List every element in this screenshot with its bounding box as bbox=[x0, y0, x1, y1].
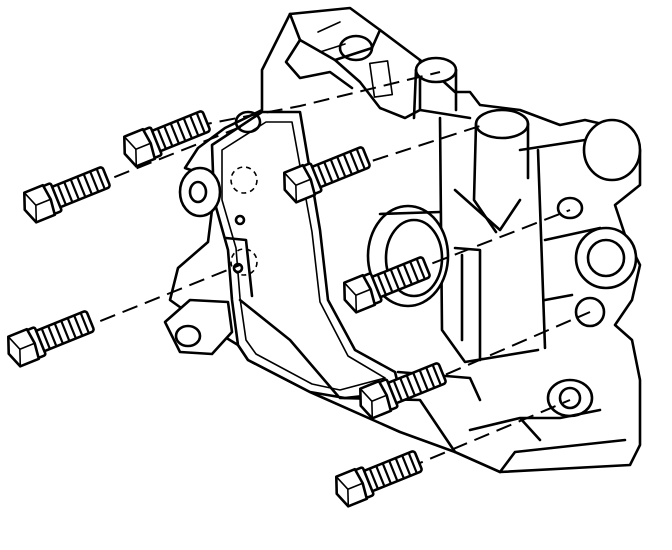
center-boss bbox=[474, 108, 530, 140]
bolt-7 bbox=[329, 444, 426, 510]
align-line-6 bbox=[423, 311, 591, 385]
bolt-2 bbox=[17, 160, 114, 226]
left-ear-lower bbox=[163, 298, 234, 356]
align-line-7 bbox=[407, 399, 571, 469]
align-line-1 bbox=[195, 71, 441, 127]
right-middle-boss bbox=[574, 226, 638, 290]
upper-boss bbox=[414, 56, 458, 84]
align-line-4 bbox=[409, 209, 571, 273]
alignment-lines bbox=[77, 71, 591, 469]
dowel-hidden bbox=[230, 166, 258, 194]
bolt-5 bbox=[1, 304, 98, 370]
right-upper-boss bbox=[582, 118, 642, 182]
left-ear-upper bbox=[178, 166, 222, 218]
bottom-right-boss bbox=[546, 378, 594, 418]
engine-front-cover-housing bbox=[163, 6, 642, 474]
align-line-5 bbox=[77, 264, 241, 331]
align-line-2 bbox=[91, 123, 249, 187]
